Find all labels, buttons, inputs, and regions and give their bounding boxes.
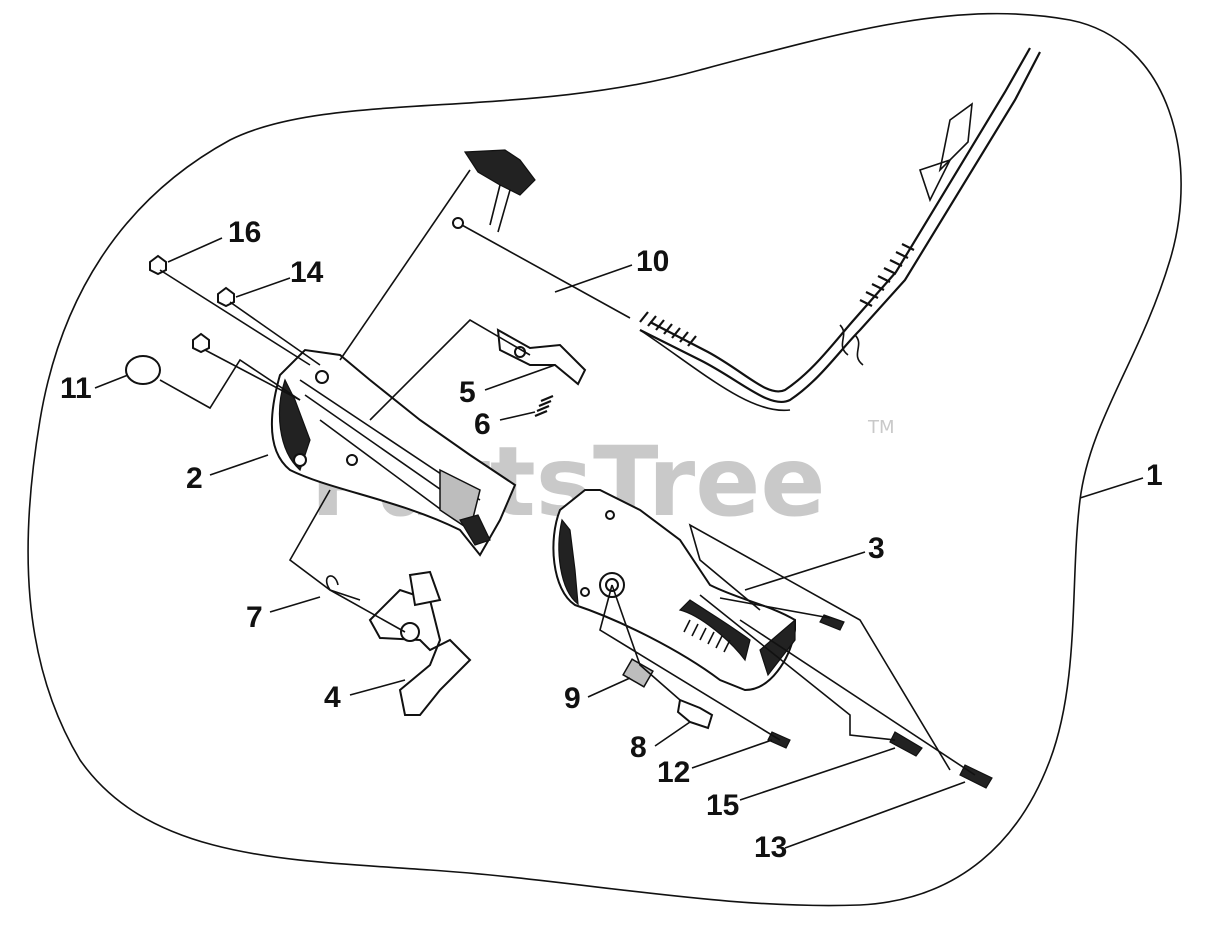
callout-5: 5 [459,376,476,409]
callout-8: 8 [630,731,647,764]
left-handle-housing [270,348,517,557]
trigger-part [325,570,472,716]
spring-part-9 [622,658,654,688]
callout-12: 12 [657,756,690,789]
callout-labels: 1 2 3 4 5 6 7 8 9 10 11 12 13 14 15 16 [60,216,1163,864]
cap-part-11 [125,355,161,385]
small-spring [534,394,554,418]
screw-part-15 [889,731,923,757]
cable-spring [639,243,915,347]
callout-10: 10 [636,245,669,278]
watermark-trademark: TM [867,417,895,438]
screw-part-3 [819,614,845,631]
callout-15: 15 [706,789,739,822]
right-handle-housing [552,489,796,692]
throttle-cable [452,47,1041,412]
callout-3: 3 [868,532,885,565]
nut-small [192,332,210,354]
leader-lines [94,237,1144,849]
callout-2: 2 [186,462,203,495]
callout-1: 1 [1146,459,1163,492]
nut-part-16 [149,254,167,276]
throttle-lever [496,328,587,386]
callout-13: 13 [754,831,787,864]
plunger-part-8 [676,698,714,730]
nut-part-14 [217,286,235,308]
top-connector-piece [463,149,536,233]
callout-9: 9 [564,682,581,715]
callout-4: 4 [324,681,341,714]
callout-14: 14 [290,256,324,289]
callout-16: 16 [228,216,261,249]
assembly-guide-lines [159,169,976,776]
callout-11: 11 [60,372,92,405]
callout-7: 7 [246,601,263,634]
assembly-outline [27,12,1182,907]
callout-6: 6 [474,408,491,441]
